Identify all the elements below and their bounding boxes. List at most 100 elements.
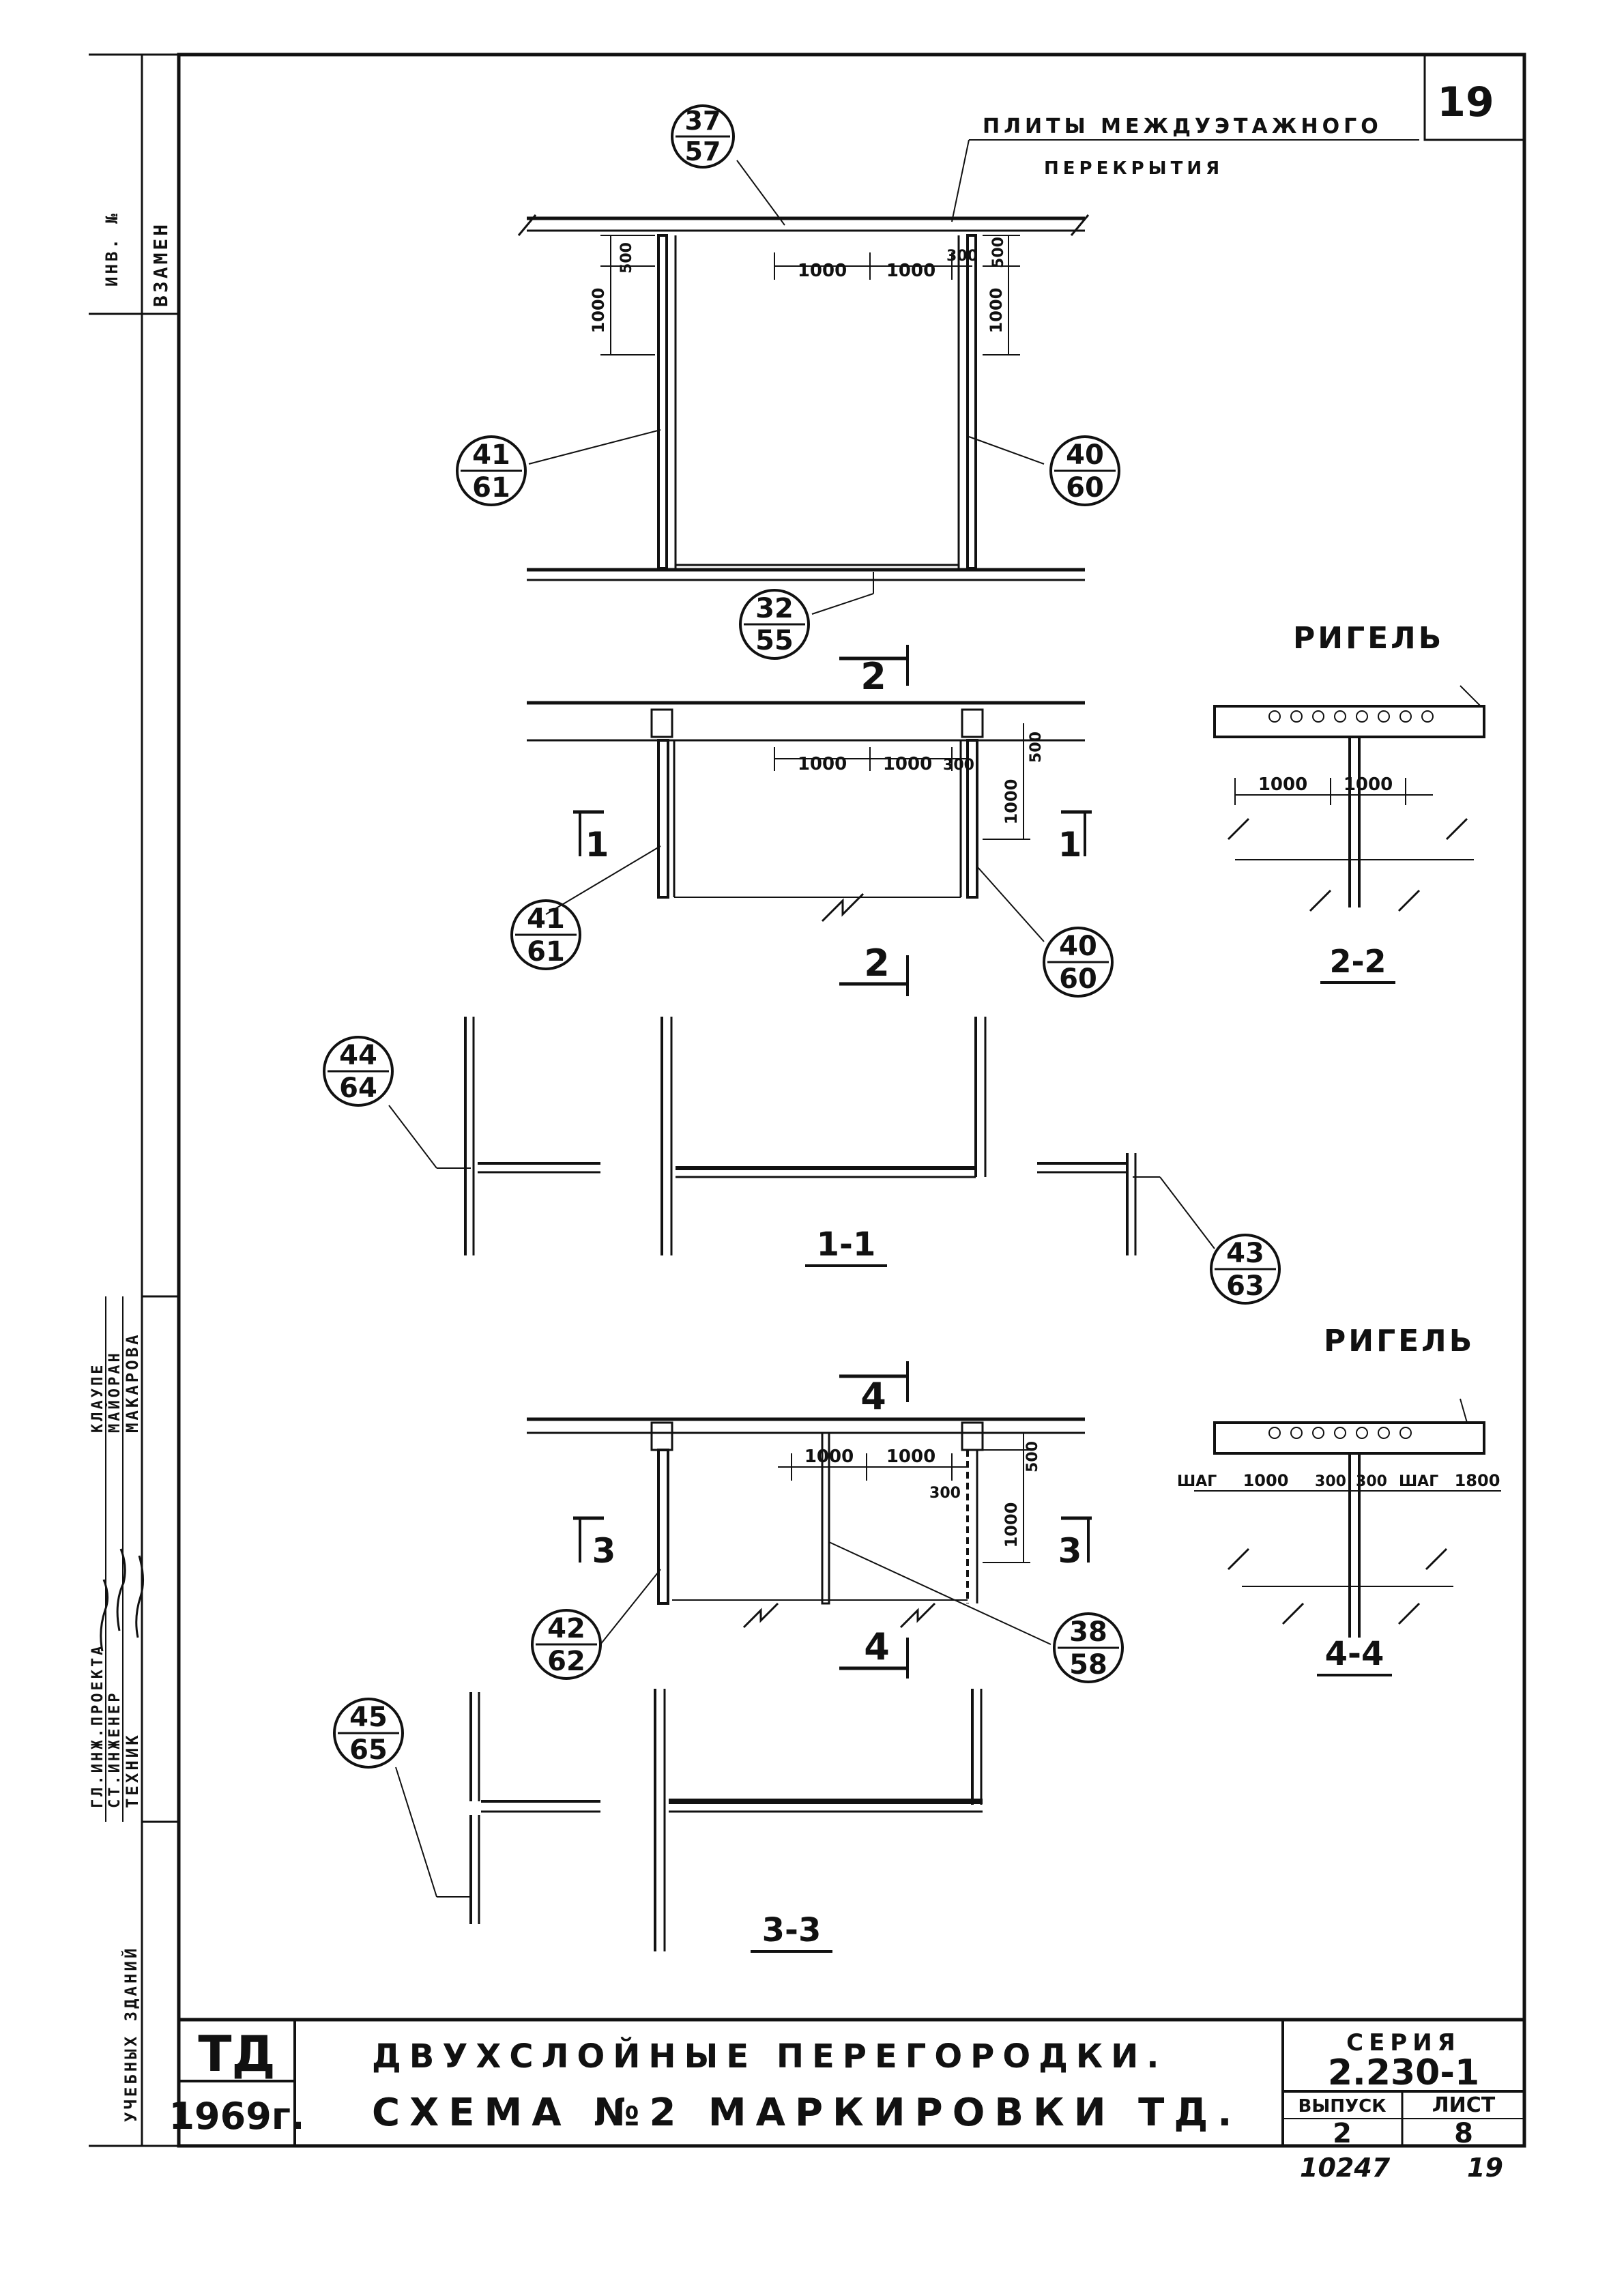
- dim-300-a: 300: [946, 248, 978, 265]
- title-line2: СХЕМА №2 МАРКИРОВКИ ТД.: [372, 2091, 1242, 2135]
- cut-3-left: 3: [592, 1531, 616, 1571]
- dim-1000-k: 1000: [886, 1447, 935, 1467]
- sheet-label: ЛИСТ: [1432, 2093, 1496, 2117]
- title-code: ТД: [198, 2025, 275, 2082]
- marker-45-65: 45 65: [333, 1698, 404, 1769]
- view-top-plan: [517, 139, 1419, 615]
- marker-43-63: 43 63: [1210, 1234, 1281, 1305]
- stamp-org: УЧЕБНЫХ ЗДАНИЙ: [121, 1946, 141, 2122]
- section-4-4: [1194, 1398, 1501, 1676]
- stamp-vzamen: ВЗАМЕН: [149, 222, 172, 307]
- cut-4-top: 4: [860, 1375, 886, 1418]
- marker-37-top: 37: [685, 106, 721, 136]
- title-year: 1969г.: [169, 2095, 304, 2138]
- marker-42-top: 42: [547, 1613, 585, 1644]
- stamp-eng2-role: СТ.ИНЖЕНЕР: [106, 1691, 124, 1808]
- marker-41-61-b: 41 61: [510, 899, 581, 970]
- cut-1-right: 1: [1058, 825, 1082, 864]
- dim-300-e: 300: [1356, 1473, 1387, 1490]
- dim-1000-m: 1000: [1243, 1471, 1289, 1490]
- dim-500-d: 500: [1024, 1441, 1041, 1472]
- dim-1000-h: 1000: [1258, 774, 1307, 795]
- stamp-inv-no: ИНВ. №: [102, 211, 121, 287]
- dim-1000-c: 1000: [589, 288, 608, 334]
- dim-1000-i: 1000: [1344, 774, 1393, 795]
- marker-41b-bottom: 61: [527, 936, 565, 968]
- issue-value: 2: [1333, 2118, 1352, 2149]
- title-block: [179, 2018, 1524, 2146]
- dim-1800: 1800: [1455, 1471, 1500, 1490]
- dim-1000-b: 1000: [886, 261, 935, 281]
- label-rigel-top: РИГЕЛЬ: [1293, 621, 1444, 656]
- marker-37-bottom: 57: [685, 136, 721, 166]
- marker-38-bottom: 58: [1069, 1649, 1107, 1681]
- label-rigel-bottom: РИГЕЛЬ: [1324, 1324, 1475, 1358]
- marker-43-top: 43: [1226, 1238, 1264, 1269]
- side-stamp: ВЗАМЕН ИНВ. № ГЛ.ИНЖ.ПРОЕКТА СТ.ИНЖЕНЕР …: [89, 211, 172, 2122]
- stamp-tech-role: ТЕХНИК: [123, 1732, 142, 1808]
- marker-41a-bottom: 61: [472, 472, 510, 504]
- frame: [89, 53, 1526, 2148]
- marker-40a-top: 40: [1066, 439, 1104, 471]
- marker-44-64: 44 64: [323, 1036, 394, 1107]
- section-4-4-label: 4-4: [1325, 1635, 1384, 1673]
- section-1-1-label: 1-1: [817, 1225, 876, 1264]
- series-value: 2.230-1: [1328, 2052, 1479, 2093]
- view-plan-3: [527, 1361, 1092, 1679]
- dim-300-b: 300: [943, 757, 974, 774]
- footer-page: 19: [1467, 2153, 1503, 2183]
- series-label: СЕРИЯ: [1346, 2029, 1461, 2057]
- dim-300-d: 300: [1315, 1473, 1346, 1490]
- dim-500-c: 500: [1028, 731, 1045, 763]
- marker-44-bottom: 64: [339, 1073, 377, 1104]
- section-3-3-label: 3-3: [762, 1911, 822, 1949]
- section-2-2: [1213, 685, 1485, 984]
- marker-45-top: 45: [349, 1702, 388, 1733]
- marker-45-bottom: 65: [349, 1734, 388, 1766]
- section-3-3: [395, 1689, 983, 1953]
- dim-1000-j: 1000: [804, 1447, 854, 1467]
- marker-40a-bottom: 60: [1066, 472, 1104, 504]
- dim-1000-g: 1000: [1002, 779, 1021, 825]
- stamp-eng1-name: КЛАУПЕ: [89, 1363, 106, 1433]
- page-number: 19: [1437, 78, 1494, 126]
- marker-37-57: 37 57: [671, 104, 735, 169]
- marker-43-bottom: 63: [1226, 1270, 1264, 1302]
- label-step-left: ШАГ: [1177, 1473, 1217, 1490]
- dim-500-b: 500: [990, 237, 1007, 268]
- marker-40-60-b: 40 60: [1043, 927, 1114, 998]
- footer-doc-no: 10247: [1300, 2153, 1391, 2183]
- marker-32-55: 32 55: [739, 589, 810, 660]
- dim-1000-l: 1000: [1002, 1502, 1021, 1548]
- label-slabs-line1: ПЛИТЫ МЕЖДУЭТАЖНОГО: [983, 115, 1382, 139]
- marker-40-60-a: 40 60: [1049, 435, 1120, 506]
- label-step-right: ШАГ: [1399, 1473, 1438, 1490]
- marker-41-61-a: 41 61: [456, 435, 527, 506]
- cut-3-right: 3: [1058, 1531, 1082, 1571]
- issue-label: ВЫПУСК: [1298, 2096, 1387, 2117]
- stamp-eng1-role: ГЛ.ИНЖ.ПРОЕКТА: [89, 1644, 106, 1808]
- marker-44-top: 44: [339, 1040, 377, 1071]
- marker-42-62: 42 62: [531, 1609, 602, 1680]
- marker-40b-top: 40: [1059, 931, 1097, 962]
- stamp-eng2-name: МАЙОРАН: [106, 1350, 124, 1433]
- cut-2-bottom: 2: [864, 942, 890, 985]
- marker-40b-bottom: 60: [1059, 963, 1097, 995]
- marker-38-top: 38: [1069, 1616, 1107, 1648]
- view-plan-2: [527, 645, 1092, 996]
- stamp-tech-name: МАКАРОВА: [123, 1332, 142, 1433]
- marker-32-bottom: 55: [755, 625, 794, 656]
- section-1-1: [388, 1017, 1215, 1267]
- dim-500-a: 500: [618, 242, 635, 274]
- section-2-2-label: 2-2: [1329, 943, 1386, 980]
- cut-1-left: 1: [585, 825, 609, 864]
- dim-1000-a: 1000: [798, 261, 847, 281]
- dim-1000-f: 1000: [883, 754, 932, 774]
- marker-41a-top: 41: [472, 439, 510, 471]
- sheet-value: 8: [1454, 2118, 1473, 2149]
- title-line1: ДВУХСЛОЙНЫЕ ПЕРЕГОРОДКИ.: [372, 2037, 1167, 2076]
- dim-1000-e: 1000: [798, 754, 847, 774]
- marker-41b-top: 41: [527, 903, 565, 935]
- cut-2-top: 2: [860, 655, 886, 698]
